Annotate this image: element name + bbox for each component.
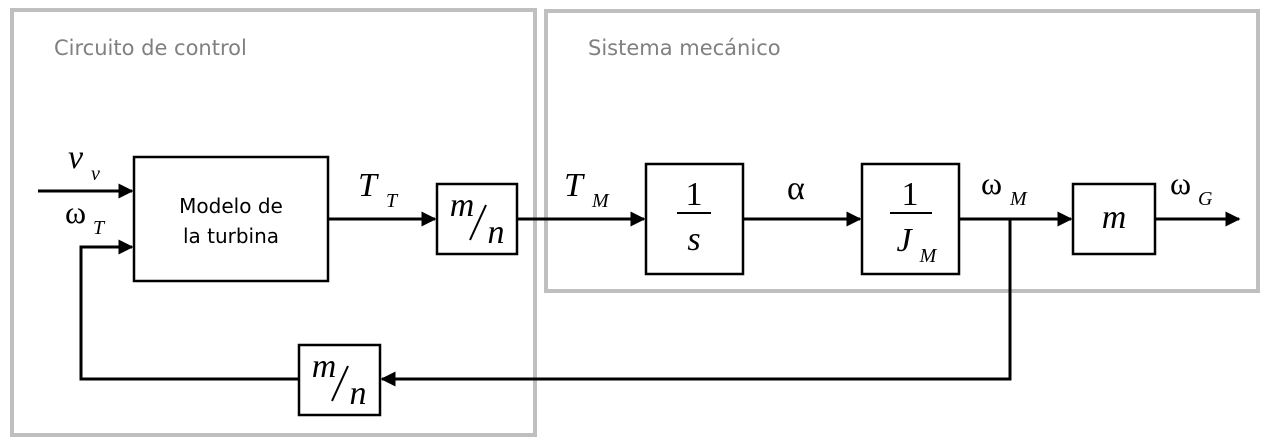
tm-label: T <box>564 167 585 204</box>
gear-feedback-denominator: n <box>350 375 367 412</box>
inertia-block[interactable] <box>860 162 961 276</box>
integrator-block[interactable] <box>644 162 745 276</box>
tm-label-subscript: M <box>591 190 610 212</box>
control-circuit-region <box>10 8 537 437</box>
feedback-path-right <box>380 219 1012 387</box>
gear-feedback-numerator: m <box>312 348 337 385</box>
mechanical-system-region <box>544 9 1260 293</box>
mechanical-system-label: Sistema mecánico <box>588 36 781 60</box>
integrator-denominator: s <box>687 221 700 258</box>
omega-g-label-subscript: G <box>1198 188 1213 210</box>
vv-label: v <box>68 139 84 176</box>
gear-forward-denominator: n <box>488 214 505 251</box>
gain-m-label: m <box>1102 199 1127 236</box>
turbine-model-block[interactable] <box>132 155 330 283</box>
vv-label-subscript: v <box>91 163 100 185</box>
gear-forward-numerator: m <box>450 187 475 224</box>
omega-m-label-subscript: M <box>1009 188 1028 210</box>
feedback-path-left <box>79 239 299 381</box>
turbine-block-line1: Modelo de <box>179 194 283 218</box>
integrator-numerator: 1 <box>686 176 703 213</box>
tt-label-subscript: T <box>386 190 399 212</box>
control-circuit-label: Circuito de control <box>54 36 247 60</box>
inertia-numerator: 1 <box>902 176 919 213</box>
inertia-denominator: J <box>896 222 913 259</box>
gear-forward-slash <box>469 204 487 241</box>
alpha-label: α <box>787 170 805 207</box>
omega-g-label: ω <box>1170 165 1191 201</box>
omega-t-label-subscript: T <box>93 217 106 239</box>
turbine-block-line2: la turbina <box>183 224 279 248</box>
omega-m-label: ω <box>981 165 1002 201</box>
omega-t-label: ω <box>65 194 86 230</box>
tt-label: T <box>358 167 379 204</box>
gain-m-block[interactable] <box>1071 182 1157 256</box>
inertia-denominator-subscript: M <box>919 245 938 267</box>
gear-feedback-slash <box>331 365 349 402</box>
